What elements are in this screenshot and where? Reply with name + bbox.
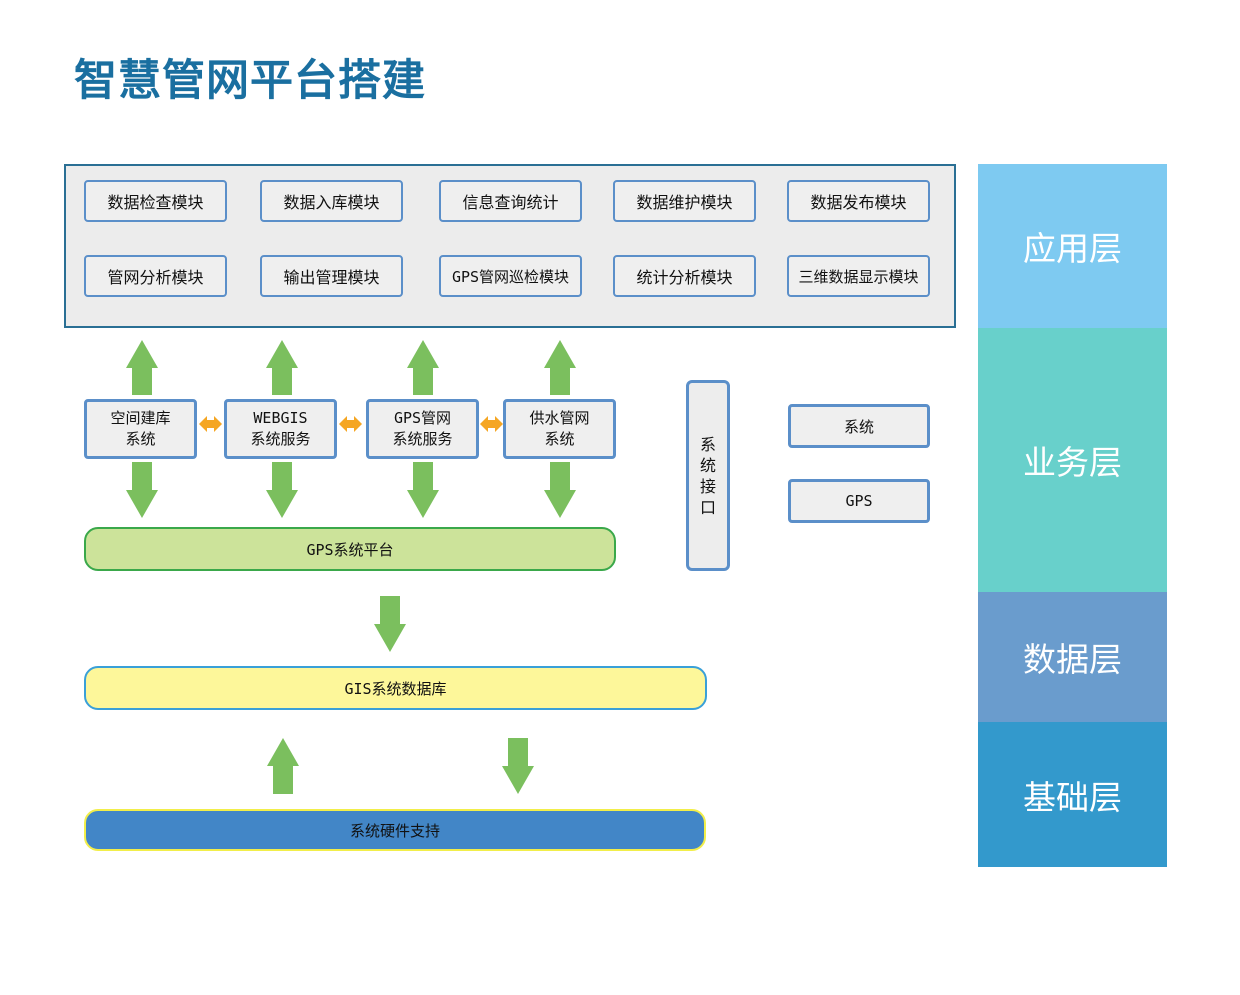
module-data-import[interactable]: 数据入库模块 [260, 180, 403, 222]
module-data-publish[interactable]: 数据发布模块 [787, 180, 930, 222]
down-arrow-icon [126, 462, 158, 518]
service-webgis[interactable]: WEBGIS 系统服务 [224, 399, 337, 459]
side-box-gps[interactable]: GPS [788, 479, 930, 523]
layer-foundation: 基础层 [978, 722, 1167, 867]
service-label: 空间建库 系统 [110, 409, 171, 448]
module-output-management[interactable]: 输出管理模块 [260, 255, 403, 297]
gis-database-bar[interactable]: GIS系统数据库 [84, 666, 707, 710]
service-label: 供水管网 系统 [529, 409, 590, 448]
down-arrow-icon [544, 462, 576, 518]
down-arrow-icon [374, 596, 406, 652]
service-gps-network[interactable]: GPS管网 系统服务 [366, 399, 479, 459]
service-spatial-database[interactable]: 空间建库 系统 [84, 399, 197, 459]
system-interface-label: 系统接口 [700, 434, 717, 517]
up-arrow-icon [126, 340, 158, 395]
module-3d-display[interactable]: 三维数据显示模块 [787, 255, 930, 297]
hardware-support-bar[interactable]: 系统硬件支持 [84, 809, 706, 851]
module-statistical-analysis[interactable]: 统计分析模块 [613, 255, 756, 297]
gps-platform-bar[interactable]: GPS系统平台 [84, 527, 616, 571]
up-arrow-icon [266, 340, 298, 395]
page-title: 智慧管网平台搭建 [74, 56, 426, 106]
layer-application: 应用层 [978, 164, 1167, 328]
service-water-supply[interactable]: 供水管网 系统 [503, 399, 616, 459]
bidirectional-arrow-icon [480, 416, 503, 432]
bidirectional-arrow-icon [339, 416, 362, 432]
system-interface-box[interactable]: 系统接口 [686, 380, 730, 571]
down-arrow-icon [407, 462, 439, 518]
down-arrow-icon [502, 738, 534, 794]
bidirectional-arrow-icon [199, 416, 222, 432]
layer-data: 数据层 [978, 592, 1167, 722]
up-arrow-icon [267, 738, 299, 794]
module-info-query[interactable]: 信息查询统计 [439, 180, 582, 222]
module-data-maintenance[interactable]: 数据维护模块 [613, 180, 756, 222]
layer-business: 业务层 [978, 328, 1167, 592]
up-arrow-icon [407, 340, 439, 395]
service-label: WEBGIS 系统服务 [250, 409, 311, 448]
module-network-analysis[interactable]: 管网分析模块 [84, 255, 227, 297]
service-label: GPS管网 系统服务 [392, 409, 453, 448]
module-data-check[interactable]: 数据检查模块 [84, 180, 227, 222]
up-arrow-icon [544, 340, 576, 395]
down-arrow-icon [266, 462, 298, 518]
side-box-system[interactable]: 系统 [788, 404, 930, 448]
module-gps-inspection[interactable]: GPS管网巡检模块 [439, 255, 582, 297]
